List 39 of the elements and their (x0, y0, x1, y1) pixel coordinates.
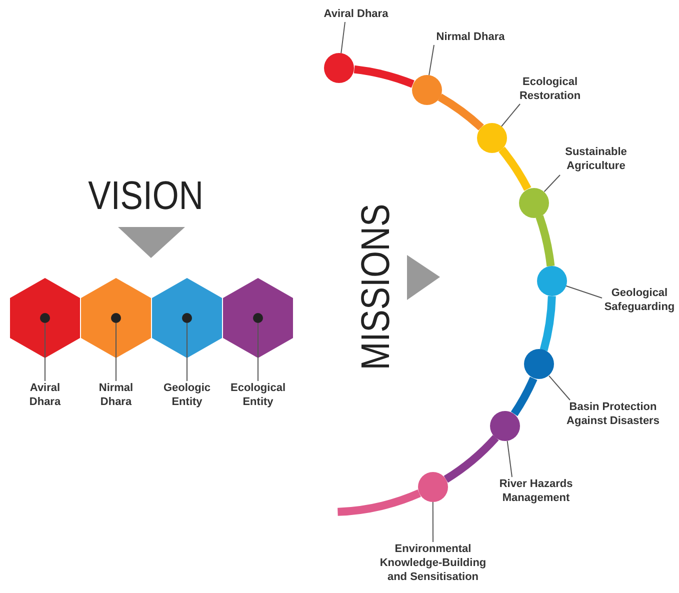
arc-line (444, 434, 499, 483)
section-heading: VISION (88, 174, 204, 218)
leader-line (544, 174, 560, 192)
mission-circle (476, 123, 507, 154)
leader-line (44, 322, 46, 382)
callout-text: Sustainable Agriculture (556, 145, 636, 173)
mission-circle (412, 75, 442, 106)
callout-text: Geological Safeguarding (600, 286, 679, 314)
arc-line (354, 65, 414, 88)
arc-line (540, 296, 556, 352)
leader-line (432, 501, 434, 542)
leader-line (500, 104, 520, 127)
arc-line (536, 215, 555, 267)
mission-circle (324, 53, 354, 84)
callout-text: Geologic Entity (155, 381, 219, 409)
arc-line (337, 489, 421, 516)
callout-text: Ecological Restoration (512, 75, 588, 103)
callout-text: Nirmal Dhara (84, 381, 148, 409)
leader-line (506, 440, 512, 478)
callout-text: River Hazards Management (493, 477, 579, 505)
callout-text: Ecological Entity (222, 381, 294, 409)
leader-line (186, 322, 188, 382)
section-heading-vertical: MISSIONS (354, 204, 398, 370)
arc-line (438, 94, 484, 130)
mission-circle (524, 349, 554, 380)
callout-text: Nirmal Dhara (428, 30, 513, 44)
arc-line (498, 146, 532, 191)
leader-line (566, 285, 602, 298)
leader-line (340, 22, 346, 54)
mission-circle (536, 266, 567, 296)
leader-line (428, 44, 434, 76)
mission-circle (519, 188, 550, 218)
callout-text: Basin Protection Against Disasters (560, 400, 666, 428)
callout-text: Aviral Dhara (316, 7, 396, 21)
callout-text: Aviral Dhara (13, 381, 77, 409)
mission-circle (418, 472, 448, 502)
callout-text: Environmental Knowledge-Building and Sensitisation (373, 542, 493, 584)
leader-line (548, 375, 570, 400)
mission-circle (490, 411, 520, 442)
